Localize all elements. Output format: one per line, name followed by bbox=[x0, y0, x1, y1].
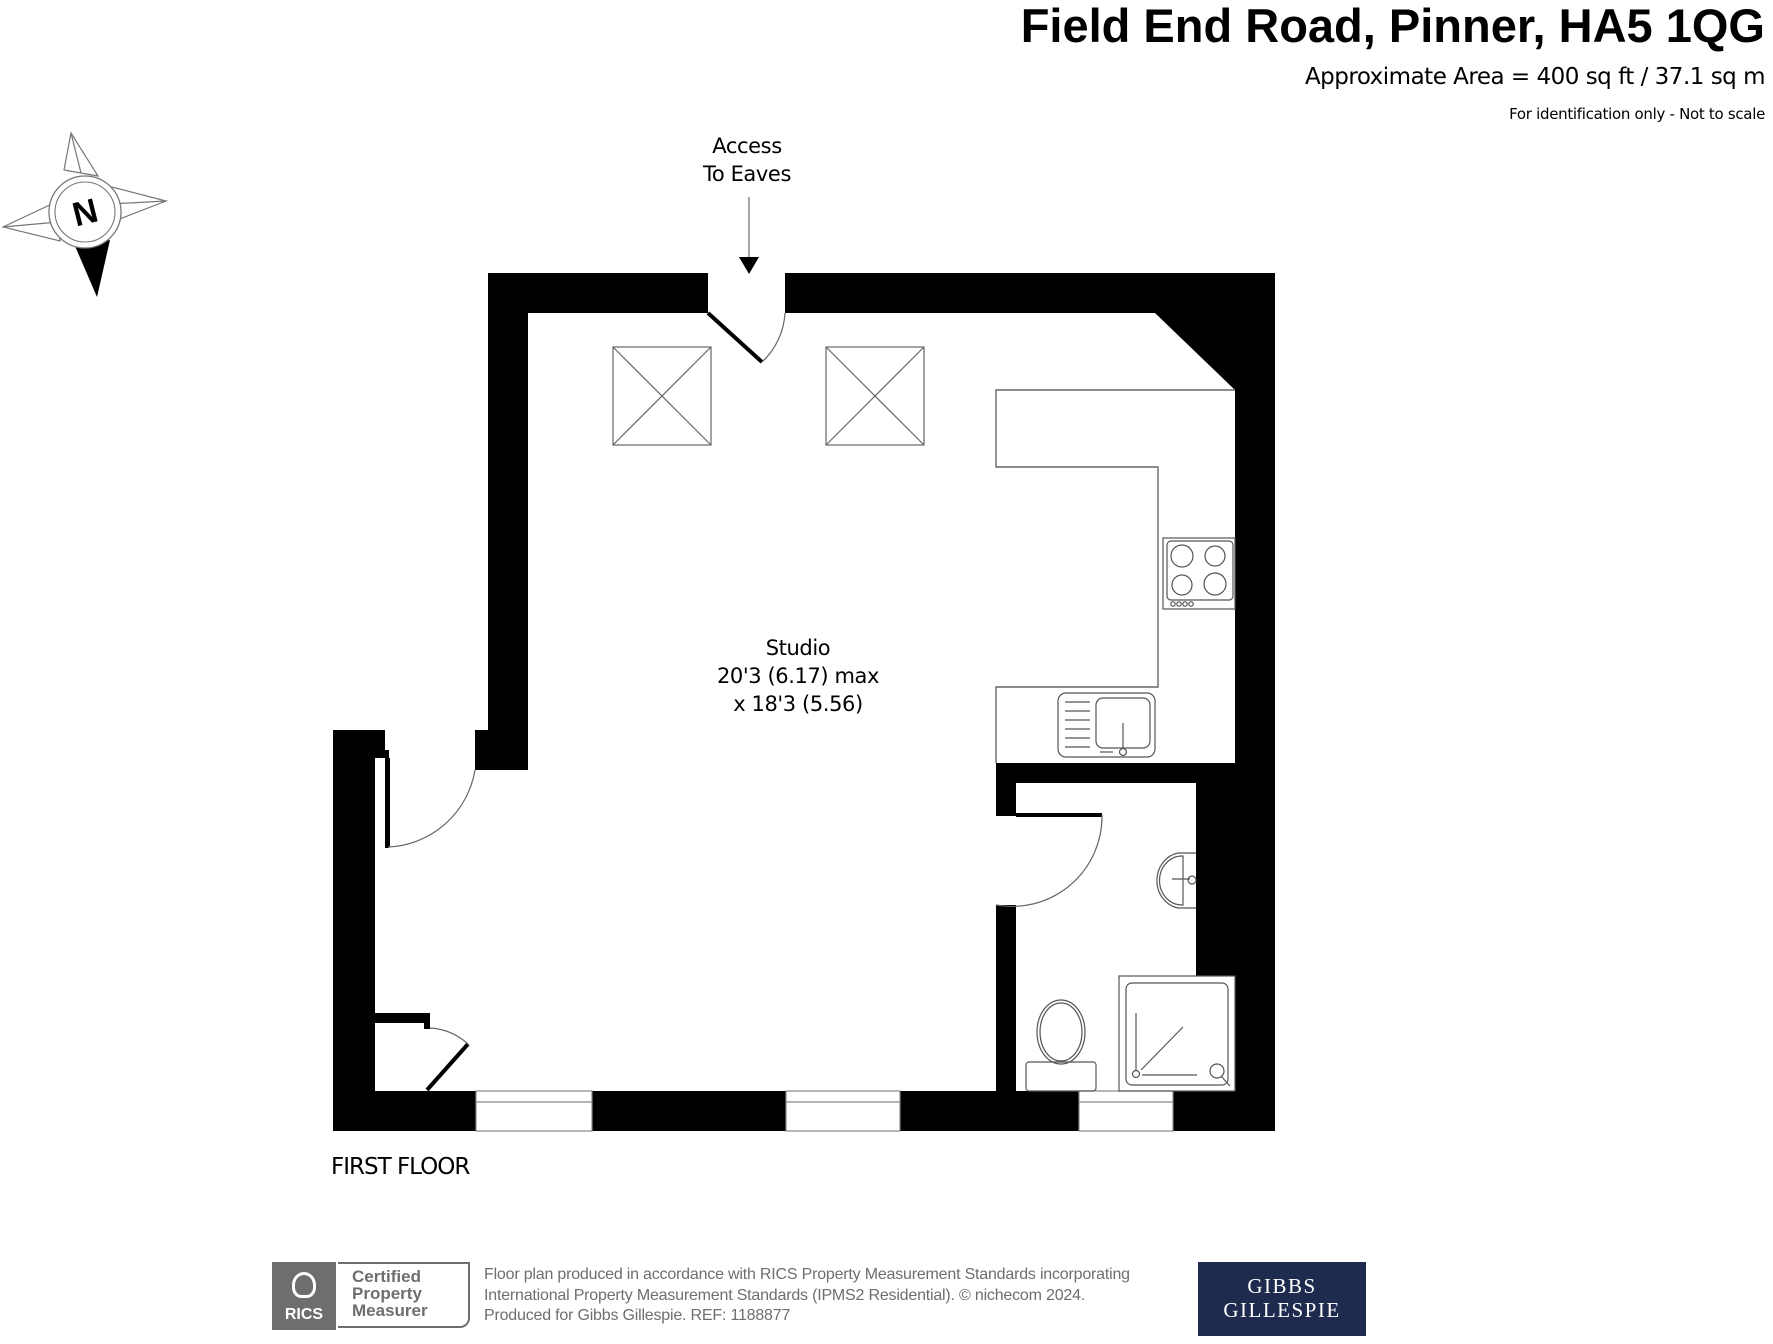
footer: RICS Certified Property Measurer Floor p… bbox=[272, 1262, 1372, 1336]
windows bbox=[475, 1090, 1174, 1132]
disclaimer-line-3: Produced for Gibbs Gillespie. REF: 11888… bbox=[484, 1307, 791, 1324]
entrance-door bbox=[386, 758, 476, 848]
compass-rose-icon: N bbox=[1, 131, 168, 297]
room-dimension-2: x 18'3 (5.56) bbox=[733, 692, 863, 716]
skylights bbox=[612, 346, 925, 446]
measurement-disclaimer: Floor plan produced in accordance with R… bbox=[484, 1265, 1130, 1327]
agent-logo: GIBBS GILLESPIE bbox=[1198, 1262, 1366, 1336]
eaves-label-line2: To Eaves bbox=[702, 162, 791, 186]
cert-line-3: Measurer bbox=[352, 1301, 428, 1320]
eaves-door bbox=[706, 311, 786, 364]
property-address-title: Field End Road, Pinner, HA5 1QG bbox=[1020, 0, 1765, 52]
cupboard-door bbox=[425, 1027, 470, 1092]
room-dimension-1: 20'3 (6.17) max bbox=[717, 664, 879, 688]
toilet-icon bbox=[1025, 999, 1097, 1092]
kitchen-sink-icon bbox=[1057, 692, 1156, 758]
rics-lion-icon bbox=[292, 1272, 316, 1298]
floor-label: FIRST FLOOR bbox=[331, 1154, 470, 1180]
room-name: Studio bbox=[766, 636, 831, 660]
shower-tray-icon bbox=[1118, 975, 1236, 1092]
certified-measurer-badge: Certified Property Measurer bbox=[338, 1262, 470, 1328]
walls bbox=[333, 273, 1275, 1131]
cert-line-2: Property bbox=[352, 1284, 422, 1303]
cert-line-1: Certified bbox=[352, 1267, 421, 1286]
bathroom-door bbox=[995, 813, 1103, 908]
eaves-label-line1: Access bbox=[712, 134, 782, 158]
scale-disclaimer: For identification only - Not to scale bbox=[1509, 105, 1765, 123]
hob-icon bbox=[1162, 537, 1236, 610]
rics-label: RICS bbox=[284, 1306, 324, 1323]
disclaimer-line-1: Floor plan produced in accordance with R… bbox=[484, 1266, 1130, 1283]
disclaimer-line-2: International Property Measurement Stand… bbox=[484, 1286, 1086, 1304]
eaves-arrow-icon bbox=[739, 197, 759, 274]
brand-line-1: GIBBS bbox=[1247, 1274, 1317, 1298]
rics-logo: RICS bbox=[272, 1262, 336, 1330]
kitchen-worktop bbox=[995, 389, 1235, 763]
brand-line-2: GILLESPIE bbox=[1223, 1298, 1341, 1322]
approximate-area: Approximate Area = 400 sq ft / 37.1 sq m bbox=[1304, 64, 1766, 90]
room-label-studio: Studio 20'3 (6.17) max x 18'3 (5.56) bbox=[717, 636, 880, 716]
wash-basin-icon bbox=[1156, 852, 1197, 909]
